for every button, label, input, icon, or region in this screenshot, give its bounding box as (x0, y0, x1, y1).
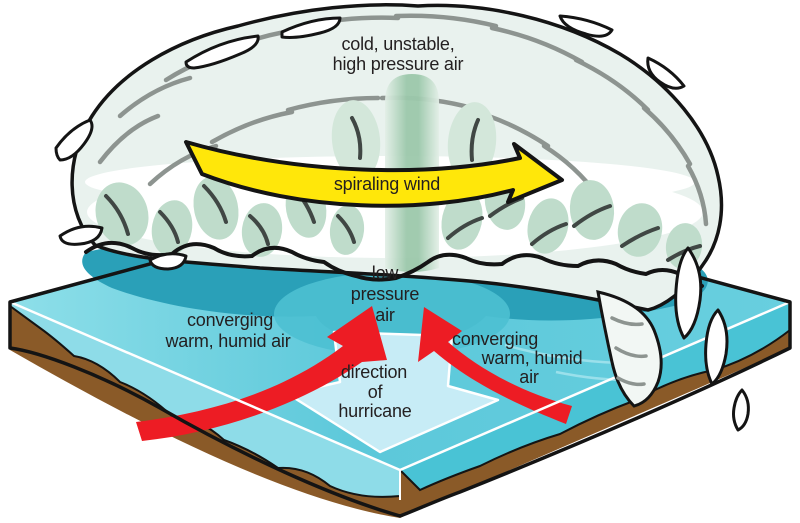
cloud-wisp (558, 14, 614, 38)
converging-arrow-right (418, 307, 572, 424)
rain-slash (446, 216, 484, 240)
spiraling-wind-arrow (184, 140, 564, 208)
label-cold-air-line2: high pressure air (332, 54, 464, 74)
rain-slash (104, 194, 130, 236)
cloud-streak (489, 25, 585, 65)
rain-slash (248, 214, 270, 246)
label-low-pressure-line1: low (371, 263, 399, 283)
label-converging-left-line2: warm, humid air (165, 331, 291, 351)
cloud-wisp (58, 224, 104, 246)
label-converging-right-line1: converging (451, 329, 539, 349)
label-direction-line2: of (367, 382, 383, 402)
cloud-wisp (732, 388, 750, 432)
label-converging-left-line1: converging (186, 310, 274, 330)
label-direction-line3: hurricane (338, 401, 412, 421)
water-side-right (398, 300, 791, 492)
cloud-wisp (184, 34, 260, 70)
label-cold-air-line1: cold, unstable, (341, 34, 455, 54)
cloud-green-wash (331, 100, 381, 180)
cloud-streak (97, 113, 161, 165)
rain-slash (336, 214, 356, 244)
drape-streaks (610, 316, 648, 387)
cloud-streak (610, 316, 644, 327)
cloud-base-outline (84, 240, 704, 288)
cloud-wisp (704, 308, 729, 386)
cloud-streak (614, 346, 648, 359)
cloud-wisps (54, 14, 750, 432)
wave-line (504, 343, 621, 365)
label-spiraling-wind: spiraling wind (333, 174, 441, 194)
cloud-streak (573, 57, 651, 113)
label-direction-line1: direction (340, 362, 408, 382)
rain-slash (572, 204, 612, 228)
rain-band-blob (193, 176, 239, 240)
cloud-wisp (148, 252, 188, 271)
cloud-wisp (674, 246, 703, 340)
converging-arrows (136, 306, 572, 441)
converging-arrow-left (136, 306, 387, 441)
cloud-streak (685, 163, 709, 227)
rain-band-blob (569, 180, 615, 240)
cloud-wisp (646, 56, 686, 90)
label-converging-right-line3: air (519, 367, 539, 387)
rain-slash (530, 222, 568, 246)
rain-slash (202, 184, 228, 224)
cloud-streak (209, 109, 295, 145)
rain-slash (620, 226, 660, 248)
label-low-pressure-line2: pressure (350, 284, 420, 304)
cloud-streak (117, 75, 193, 119)
rain-slash (469, 118, 480, 162)
rain-slash (350, 116, 363, 160)
cloud-wisp (280, 16, 342, 39)
ocean-block-outline (8, 194, 792, 518)
cloud-streak (285, 95, 381, 113)
cloud-streak (641, 105, 693, 167)
cloud-wisp (54, 118, 94, 162)
cloud-streak (393, 13, 499, 29)
rain-slash (158, 210, 180, 244)
label-converging-right-line2: warm, humid (481, 348, 583, 368)
label-low-pressure-line3: air (375, 305, 395, 325)
cloud-streak (616, 376, 646, 387)
